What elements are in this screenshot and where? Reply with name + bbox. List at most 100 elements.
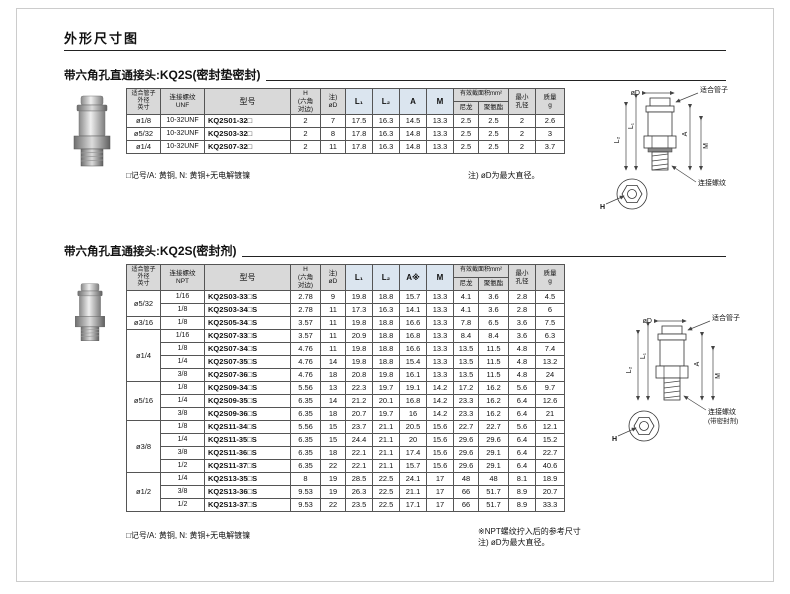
dimension-cell: 17 <box>426 472 454 487</box>
dimension-cell: 13.3 <box>426 303 454 318</box>
section-heading-text: 带六角孔直通接头: <box>64 246 160 258</box>
thread-size-cell: 10-32UNF <box>160 114 205 129</box>
note-max-diameter-gasket: 注) øD为最大直径。 <box>468 171 540 180</box>
dimension-cell: 29.1 <box>478 446 509 461</box>
dimension-cell: 22.5 <box>372 498 400 513</box>
thread-label: 连接螺纹 <box>708 407 736 416</box>
thread-size-cell: 1/8 <box>160 381 205 396</box>
dimension-cell: 2.5 <box>478 140 509 155</box>
dimension-cell: 19.7 <box>372 407 400 422</box>
dimension-cell: 13.3 <box>426 114 454 129</box>
dimension-cell: 20.1 <box>372 394 400 409</box>
dimension-cell: 2.8 <box>508 303 536 318</box>
dimension-cell: 22.1 <box>345 446 373 461</box>
dimension-cell: 8.9 <box>508 485 536 500</box>
dimension-cell: 21.2 <box>345 394 373 409</box>
dimension-cell: 15.7 <box>399 459 427 474</box>
dimension-table-sealant: 适合管子 外径 英寸 连接螺纹 NPT 型号 H (六角 对边) 注) øD L… <box>126 263 565 513</box>
dimension-cell: 66 <box>453 485 479 500</box>
dimension-cell: 22 <box>320 459 346 474</box>
dimension-cell: 6.35 <box>290 446 321 461</box>
thread-size-cell: 1/2 <box>160 498 205 513</box>
dimension-cell: 3.6 <box>478 303 509 318</box>
dimension-cell: 13.3 <box>426 342 454 357</box>
dimension-cell: 6.35 <box>290 433 321 448</box>
dimension-cell: 15.7 <box>399 290 427 305</box>
col-header-l1: L₁ <box>345 263 373 292</box>
dimension-cell: 14.1 <box>399 303 427 318</box>
col-header-thread: 连接螺纹 UNF <box>160 87 205 116</box>
dimension-cell: 19 <box>320 485 346 500</box>
a-label: A <box>682 131 689 136</box>
dimension-cell: 24.4 <box>345 433 373 448</box>
dimension-cell: 19.8 <box>345 342 373 357</box>
thread-size-cell: 1/4 <box>160 355 205 370</box>
dimension-cell: 13.3 <box>426 290 454 305</box>
model-number-cell: KQ2S05-34□S <box>204 316 291 331</box>
dimension-cell: 48 <box>453 472 479 487</box>
thread-size-cell: 1/16 <box>160 290 205 305</box>
dimension-cell: 14.8 <box>399 140 427 155</box>
model-number-cell: KQ2S13-37□S <box>204 498 291 513</box>
tube-od-cell: ø5/16 <box>126 381 161 422</box>
dimension-cell: 3.6 <box>478 290 509 305</box>
dimension-cell: 2 <box>508 127 536 142</box>
od-label: øD <box>631 90 640 97</box>
dimension-cell: 6.35 <box>290 394 321 409</box>
dimension-cell: 11 <box>320 342 346 357</box>
col-header-l1: L₁ <box>345 87 373 116</box>
dimension-cell: 19.8 <box>345 355 373 370</box>
dimension-cell: 22.5 <box>372 472 400 487</box>
dimension-cell: 13.5 <box>453 355 479 370</box>
col-header-thread: 连接螺纹 NPT <box>160 263 205 292</box>
dimension-cell: 29.6 <box>453 446 479 461</box>
dimension-cell: 51.7 <box>478 498 509 513</box>
section-heading-text: 带六角孔直通接头: <box>64 70 160 82</box>
dimension-cell: 14.2 <box>426 381 454 396</box>
a-label: A <box>694 361 701 366</box>
dimension-cell: 18.8 <box>372 290 400 305</box>
dimension-cell: 16.8 <box>399 394 427 409</box>
dimension-cell: 26.3 <box>345 485 373 500</box>
dimension-cell: 21.1 <box>372 420 400 435</box>
dimension-cell: 18.9 <box>535 472 565 487</box>
col-header-hex: H (六角 对边) <box>290 263 321 292</box>
col-header-effective-area: 有效截面积mm² <box>453 88 509 102</box>
dimension-cell: 16.8 <box>399 329 427 344</box>
dimension-cell: 17 <box>426 485 454 500</box>
dimension-cell: 8.9 <box>508 498 536 513</box>
col-header-a: A <box>399 87 427 116</box>
dimension-cell: 13 <box>320 381 346 396</box>
col-header-min-bore: 最小 孔径 <box>508 87 536 116</box>
m-label: M <box>715 373 722 379</box>
note-max-diameter-sealant: 注) øD为最大直径。 <box>478 538 550 547</box>
dimension-cell: 6.35 <box>290 407 321 422</box>
dimension-cell: 40.6 <box>535 459 565 474</box>
tube-od-cell: ø1/4 <box>126 329 161 383</box>
dimension-cell: 15.6 <box>426 459 454 474</box>
dimension-cell: 14.2 <box>426 394 454 409</box>
dimension-cell: 2.5 <box>478 127 509 142</box>
dimension-cell: 2.8 <box>508 290 536 305</box>
dimension-cell: 23.3 <box>453 394 479 409</box>
dimension-cell: 7.4 <box>535 342 565 357</box>
h-label: H <box>600 204 605 211</box>
dimension-cell: 16.2 <box>478 381 509 396</box>
dimension-cell: 20.9 <box>345 329 373 344</box>
dimension-cell: 23.5 <box>345 498 373 513</box>
model-number-cell: KQ2S07-35□S <box>204 355 291 370</box>
dimension-cell: 19.1 <box>399 381 427 396</box>
dimension-cell: 16.3 <box>372 303 400 318</box>
dimension-cell: 18.8 <box>372 342 400 357</box>
model-number-cell: KQ2S07-34□S <box>204 342 291 357</box>
dimension-cell: 6.4 <box>508 446 536 461</box>
dimension-cell: 29.6 <box>453 433 479 448</box>
dimension-cell: 11 <box>320 316 346 331</box>
dimension-cell: 28.5 <box>345 472 373 487</box>
dimension-cell: 11.5 <box>478 355 509 370</box>
